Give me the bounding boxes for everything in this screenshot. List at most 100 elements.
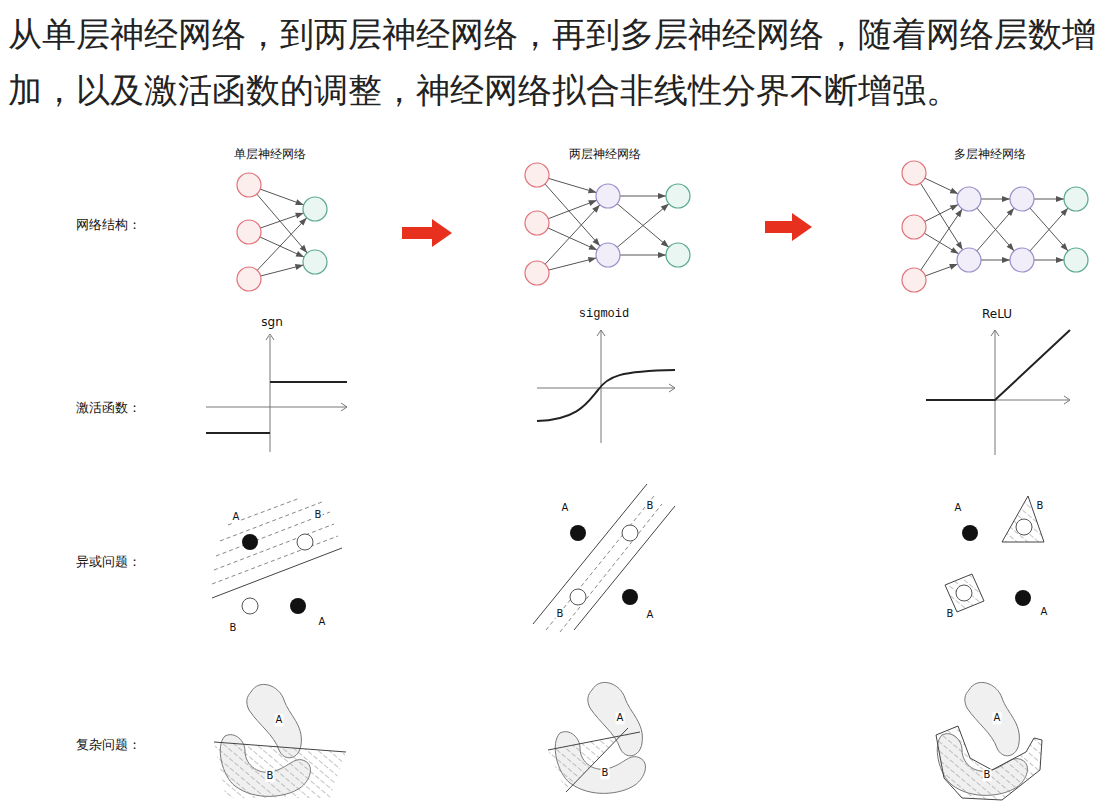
decision-region	[1002, 496, 1044, 542]
region-label: B	[983, 769, 992, 781]
axis-arrow	[597, 330, 605, 336]
column-heading: 两层神经网络	[568, 148, 642, 162]
page-title: 从单层神经网络，到两层神经网络，再到多层神经网络，随着网络层数增加，以及激活函数…	[8, 6, 1103, 118]
point-label: B	[229, 622, 238, 634]
hatch-line	[560, 504, 662, 632]
connection	[608, 196, 678, 255]
neuron	[1010, 248, 1034, 272]
decision-line	[533, 484, 647, 624]
class-b-point	[622, 525, 638, 541]
column-heading: 单层神经网络	[233, 148, 307, 162]
hatch-line	[212, 536, 338, 584]
neuron	[902, 268, 926, 292]
region-label: A	[275, 714, 284, 726]
connection	[608, 196, 678, 255]
input-neurons	[902, 161, 926, 292]
hatch-line	[228, 498, 300, 525]
function-curve	[537, 370, 675, 421]
class-a-point	[1015, 590, 1031, 606]
point-label: B	[1036, 500, 1045, 512]
hatch-lines	[212, 498, 338, 584]
class-a-region	[965, 682, 1020, 755]
decision-region	[945, 574, 984, 612]
decision-line	[212, 548, 342, 598]
decision-line	[566, 728, 628, 792]
hatch-lines	[546, 496, 662, 632]
point-label: A	[1040, 606, 1049, 618]
point-label: A	[646, 609, 655, 621]
function-curve	[270, 381, 347, 383]
network-connections	[537, 175, 678, 273]
connection	[914, 173, 969, 260]
class-b-point	[297, 534, 313, 550]
complex-single	[214, 684, 346, 798]
axis-arrow	[266, 334, 274, 340]
neuron	[902, 215, 926, 239]
neuron	[303, 197, 327, 221]
function-name: ReLU	[981, 308, 1013, 322]
neuron	[666, 243, 690, 267]
point-label: B	[314, 509, 323, 521]
neuron	[1064, 187, 1088, 211]
neuron	[525, 163, 549, 187]
region-label: B	[601, 767, 610, 779]
hidden-neurons	[957, 187, 1034, 272]
function-name: sgn	[260, 316, 283, 330]
class-b-point	[1016, 519, 1032, 535]
class-a-point	[622, 589, 638, 605]
neuron	[957, 187, 981, 211]
point-label: B	[646, 500, 655, 512]
complex-multi-layer	[936, 682, 1042, 800]
neuron	[1010, 187, 1034, 211]
axis	[270, 336, 271, 452]
neuron	[1064, 248, 1088, 272]
neuron	[525, 211, 549, 235]
complex-two-layer	[548, 682, 645, 793]
decision-region	[936, 726, 1042, 800]
class-a-point	[570, 525, 586, 541]
row-heading: 网络结构：	[75, 218, 142, 233]
row-heading: 异或问题：	[75, 555, 142, 570]
row-heading: 激活函数：	[75, 401, 142, 416]
class-a-point	[962, 525, 978, 541]
point-label: A	[954, 502, 963, 514]
axis-arrow	[1064, 396, 1070, 404]
region-label: B	[266, 770, 275, 782]
connection	[249, 185, 315, 262]
network-connections	[914, 173, 1076, 280]
class-b-point	[956, 585, 972, 601]
function-name: sigmoid	[578, 308, 630, 322]
neuron	[237, 220, 261, 244]
sgn-plot	[206, 334, 347, 452]
input-neurons	[237, 173, 261, 291]
xor-multi-layer	[945, 496, 1044, 612]
region-label: A	[616, 712, 625, 724]
axis-arrow	[669, 384, 675, 392]
neuron	[666, 184, 690, 208]
decision-region	[548, 732, 640, 792]
progress-arrow	[402, 219, 452, 247]
decision-region	[214, 742, 346, 798]
neuron	[237, 173, 261, 197]
point-label: A	[318, 616, 327, 628]
axis-arrow	[991, 330, 999, 336]
class-b-point	[570, 589, 586, 605]
neuron	[303, 250, 327, 274]
point-label: B	[556, 608, 565, 620]
neuron	[596, 184, 620, 208]
function-curve	[926, 330, 1070, 400]
decision-line	[548, 732, 640, 750]
decision-line	[574, 506, 675, 630]
axis-arrow	[341, 403, 347, 411]
output-neurons	[666, 184, 690, 267]
function-curve	[206, 432, 270, 434]
row-heading: 复杂问题：	[75, 738, 142, 753]
neuron	[237, 267, 261, 291]
region-label: A	[993, 712, 1002, 724]
neuron	[957, 248, 981, 272]
input-neurons	[525, 163, 549, 285]
output-neurons	[1064, 187, 1088, 272]
sigmoid-plot	[537, 330, 675, 443]
